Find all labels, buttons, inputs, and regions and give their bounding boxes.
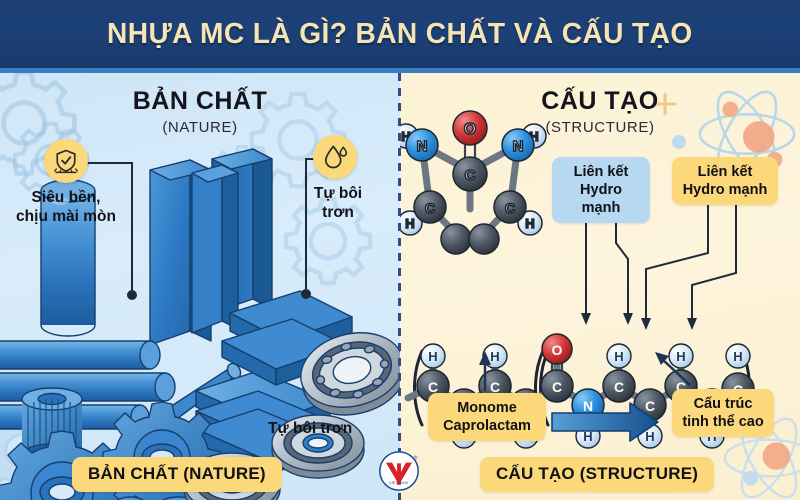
structure-bottom-pill: CẤU TẠO (STRUCTURE)	[480, 457, 715, 492]
feature-durable-line2: chịu mài mòn	[16, 207, 116, 225]
feature-lubricant-line1: Tự bôi	[313, 185, 363, 202]
svg-text:H: H	[529, 129, 538, 144]
feature-label-durable: Siêu bền, chịu mài mòn	[6, 189, 126, 227]
svg-text:C: C	[428, 379, 438, 395]
svg-text:H: H	[733, 349, 742, 364]
monomer-line1: Monome	[457, 400, 517, 416]
monomer-callout: Monome Caprolactam	[428, 393, 546, 442]
svg-text:H: H	[614, 349, 623, 364]
crystal-line2: tinh thể cao	[682, 414, 764, 431]
nature-title: BẢN CHẤT	[132, 87, 268, 115]
svg-text:C: C	[505, 200, 515, 216]
gear-icon	[283, 196, 373, 286]
nature-subtitle: (NATURE)	[162, 119, 238, 136]
hydrogen-bond-callout-2: Liên kết Hydro mạnh	[672, 157, 778, 206]
callout-1-line2: Hydro mạnh	[580, 182, 622, 217]
nature-bottom-pill: BẢN CHẤT (NATURE)	[72, 457, 282, 492]
brand-logo: VIET NHAT ®	[379, 451, 419, 491]
svg-text:O: O	[464, 121, 476, 138]
callout-2-line1: Liên kết	[697, 164, 753, 180]
monomer-line2: Caprolactam	[443, 418, 531, 435]
svg-text:N: N	[417, 138, 428, 155]
structure-panel: CẤU TẠO (STRUCTURE)	[400, 73, 800, 500]
feature-durable-line1: Siêu bền,	[31, 189, 101, 206]
structure-panel-heading: CẤU TẠO (STRUCTURE)	[400, 87, 800, 136]
crystal-line1: Cấu trúc	[693, 396, 753, 412]
svg-text:H: H	[583, 429, 592, 444]
process-arrow	[551, 402, 659, 442]
callout-2-line2: Hydro mạnh	[682, 182, 768, 199]
svg-text:H: H	[525, 216, 534, 231]
svg-text:C: C	[490, 379, 500, 395]
panel-divider	[398, 73, 401, 500]
gear-icon	[249, 91, 347, 189]
caption-self-lubricating: Tự bôi trơn	[268, 420, 353, 437]
svg-text:VIET NHAT: VIET NHAT	[389, 481, 409, 485]
page-title: NHỰA MC LÀ GÌ? BẢN CHẤT VÀ CẤU TẠO	[107, 17, 693, 50]
plus-decoration-icon	[652, 91, 678, 122]
svg-text:H: H	[405, 216, 414, 231]
nature-panel-heading: BẢN CHẤT (NATURE)	[0, 87, 400, 136]
svg-text:C: C	[645, 398, 655, 414]
svg-text:H: H	[428, 349, 437, 364]
dot-decoration-icon	[670, 133, 688, 156]
registered-mark: ®	[414, 455, 418, 462]
svg-text:C: C	[425, 200, 435, 216]
shield-icon	[44, 139, 88, 183]
connector-line-durable	[68, 162, 137, 300]
shield-icon-glyph	[54, 149, 78, 174]
svg-text:N: N	[583, 398, 593, 414]
svg-text:C: C	[465, 167, 476, 184]
svg-text:H: H	[645, 429, 654, 444]
header-accent-underline	[0, 68, 800, 73]
svg-text:C: C	[552, 379, 562, 395]
callout-1-line1: Liên kết	[573, 164, 629, 180]
droplet-icon	[313, 135, 357, 179]
svg-text:N: N	[513, 138, 524, 155]
svg-text:H: H	[401, 129, 410, 144]
hydrogen-bond-callout-1: Liên kết Hydro mạnh	[552, 157, 650, 224]
svg-text:H: H	[490, 349, 499, 364]
feature-label-lubricant: Tự bôi trơn	[298, 185, 378, 223]
bearing	[271, 414, 365, 479]
crystal-structure-callout: Cấu trúc tinh thể cao	[672, 389, 774, 438]
structure-subtitle: (STRUCTURE)	[545, 119, 655, 136]
nature-panel: BẢN CHẤT (NATURE)	[0, 73, 400, 500]
svg-text:H: H	[676, 349, 685, 364]
svg-text:C: C	[614, 379, 624, 395]
svg-text:C: C	[676, 379, 686, 395]
svg-text:O: O	[552, 342, 563, 358]
bearing	[300, 332, 400, 416]
header-bar: NHỰA MC LÀ GÌ? BẢN CHẤT VÀ CẤU TẠO	[0, 0, 800, 68]
feature-lubricant-line2: trơn	[322, 203, 354, 221]
structure-title: CẤU TẠO	[541, 87, 659, 115]
droplet-icon-glyph	[324, 145, 348, 169]
